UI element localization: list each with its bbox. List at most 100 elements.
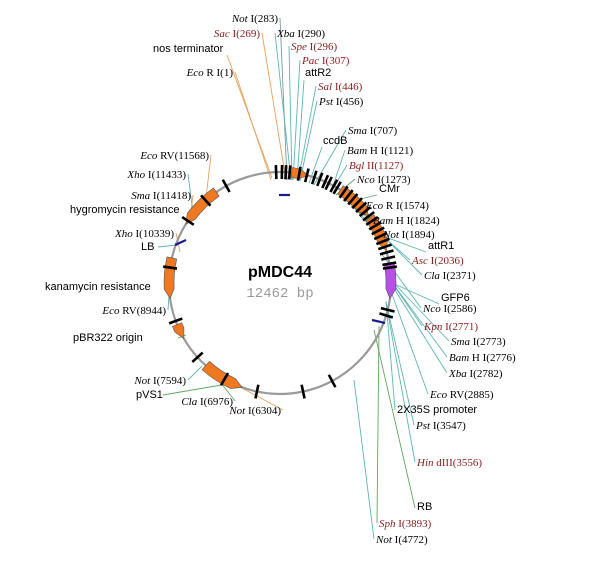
- site-tick: [362, 210, 376, 222]
- site-tick: [379, 249, 394, 256]
- site-tick: [351, 197, 363, 210]
- site-enzyme: Eco: [429, 389, 448, 401]
- site-label: Not I(283): [231, 13, 278, 25]
- feature-label-attr2: attR2: [305, 67, 331, 79]
- site-position: (1): [220, 67, 233, 79]
- site-label: Pst I(3547): [415, 420, 466, 432]
- site-label: Eco R I(1574): [365, 200, 429, 212]
- site-enzyme: Bam: [449, 352, 469, 364]
- site-tick: [162, 265, 178, 270]
- site-position: (7594): [157, 375, 187, 387]
- site-position: (2771): [449, 321, 479, 333]
- site-position: (446): [338, 81, 362, 93]
- site-label: Eco RV(11568): [139, 150, 209, 162]
- site-rest: I: [197, 396, 204, 408]
- site-rest: R I: [204, 67, 221, 79]
- site-rest: dIII: [434, 457, 454, 469]
- site-label: Eco R I(1): [186, 67, 234, 79]
- site-rest: II: [364, 160, 374, 172]
- site-rest: H I: [367, 145, 384, 157]
- site-position: (11418): [157, 190, 192, 202]
- border-marker-rb: [371, 318, 386, 325]
- site-leader-line: [279, 17, 288, 181]
- site-position: (1121): [384, 145, 413, 157]
- site-rest: RV: [120, 305, 137, 317]
- site-enzyme: Sma: [131, 190, 150, 202]
- site-enzyme: Not: [375, 534, 393, 546]
- site-enzyme: Xba: [448, 368, 467, 380]
- site-enzyme: Sma: [451, 336, 470, 348]
- site-tick: [327, 374, 337, 388]
- site-enzyme: Not: [231, 13, 249, 25]
- site-leader-line: [385, 301, 415, 426]
- site-enzyme: Sph: [379, 518, 396, 530]
- site-rest: I: [150, 190, 157, 202]
- site-position: (707): [373, 125, 397, 137]
- site-rest: I: [133, 228, 140, 240]
- site-position: (307): [326, 55, 350, 67]
- site-position: (290): [301, 28, 325, 40]
- site-tick: [371, 226, 385, 236]
- site-rest: I: [470, 336, 477, 348]
- site-tick: [310, 170, 318, 185]
- feature-leader-line: [385, 300, 396, 411]
- site-enzyme: Cla: [181, 396, 197, 408]
- site-position: (4772): [398, 534, 428, 546]
- site-tick: [355, 201, 368, 214]
- site-rest: I: [230, 28, 237, 40]
- site-rest: I: [332, 81, 339, 93]
- feature-label-cmr: CMr: [379, 183, 400, 195]
- site-rest: I: [333, 96, 340, 108]
- site-tick: [303, 168, 310, 183]
- site-enzyme: Nco: [422, 303, 441, 315]
- site-label: Sph I(3893): [379, 518, 432, 530]
- site-label: Bam H I(1121): [347, 145, 414, 157]
- site-tick: [375, 237, 390, 246]
- site-rest: I: [295, 28, 302, 40]
- site-rest: I: [442, 321, 449, 333]
- feature-label-hygromycin: hygromycin resistance: [70, 204, 179, 216]
- site-tick: [377, 243, 392, 251]
- site-position: (2036): [434, 255, 464, 267]
- site-enzyme: Nco: [356, 174, 375, 186]
- site-leader-line: [387, 282, 429, 395]
- site-tick: [254, 384, 260, 399]
- site-enzyme: Eco: [365, 200, 384, 212]
- site-position: (1127): [374, 160, 403, 172]
- site-leader-line: [376, 325, 380, 524]
- site-label: Cla I(6976): [181, 396, 233, 408]
- site-label: Pac I(307): [301, 55, 350, 67]
- feature-leader-line: [373, 329, 416, 509]
- site-tick: [168, 317, 183, 325]
- site-tick: [324, 176, 333, 191]
- site-enzyme: Asc: [411, 255, 428, 267]
- site-rest: RV: [447, 389, 464, 401]
- site-enzyme: Hin: [416, 457, 434, 469]
- site-position: (2371): [446, 270, 476, 282]
- site-label: Cla I(2371): [424, 270, 476, 282]
- site-tick: [373, 231, 388, 241]
- site-rest: H I: [393, 215, 410, 227]
- site-enzyme: Bam: [373, 215, 393, 227]
- site-rest: I: [367, 125, 374, 137]
- site-rest: I: [248, 13, 255, 25]
- site-enzyme: Pst: [318, 96, 334, 108]
- site-position: (3893): [402, 518, 432, 530]
- site-position: (1273): [381, 174, 411, 186]
- site-rest: I: [150, 375, 157, 387]
- site-position: (2885): [464, 389, 494, 401]
- site-rest: I: [319, 55, 326, 67]
- site-tick: [296, 166, 302, 181]
- site-rest: I: [307, 41, 314, 53]
- site-rest: I: [399, 229, 406, 241]
- site-enzyme: Xho: [126, 169, 145, 181]
- feature-arrow-kanamycin: [163, 256, 178, 300]
- site-position: (2773): [476, 336, 506, 348]
- site-label: Asc I(2036): [411, 255, 464, 267]
- site-enzyme: Not: [382, 229, 400, 241]
- site-labels: Not I(283)Sac I(269)Xba I(290)Spe I(296)…: [101, 13, 516, 546]
- feature-label-gfp6: GFP6: [441, 292, 470, 304]
- feature-leader-line: [296, 79, 305, 181]
- site-label: Bam H I(2776): [449, 352, 516, 364]
